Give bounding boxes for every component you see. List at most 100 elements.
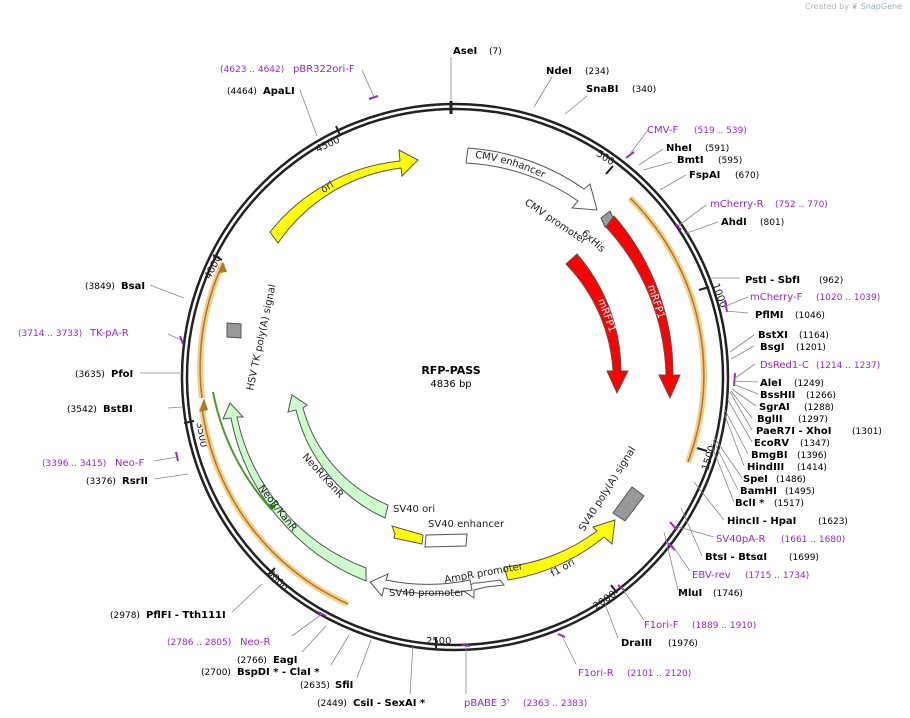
svg-text:AleI: AleI [760,378,782,389]
svg-text:TK-pA-R: TK-pA-R [89,328,129,339]
label-bsai: BsaI(3849) [85,281,145,292]
label-bsshii: BssHII(1266) [760,390,836,401]
svg-text:BsgI: BsgI [760,342,784,353]
feature-sv40-promoter: SV40 promoter [369,573,473,599]
svg-text:(3635): (3635) [75,370,105,380]
label-hindiii: HindIII(1414) [747,462,827,473]
svg-text:(3376): (3376) [86,477,116,487]
label-mlui: MluI(1746) [678,588,743,599]
svg-text:SV40 enhancer: SV40 enhancer [428,519,505,530]
label-pbabe3: pBABE 3'(2363 .. 2383) [464,698,587,709]
svg-text:(2635): (2635) [300,681,330,691]
label-ebv-rev: EBV-rev(1715 .. 1734) [692,570,809,581]
label-neo-r: Neo-R(2786 .. 2805) [167,637,271,648]
svg-text:(519 .. 539): (519 .. 539) [694,126,747,136]
label-paer7i-xhoi: PaeR7I - XhoI (1301) [756,426,882,437]
svg-text:SV40 poly(A) signal: SV40 poly(A) signal [577,445,638,534]
svg-text:DraIII: DraIII [621,638,652,649]
svg-text:BsaI: BsaI [121,281,145,292]
label-bmti: BmtI(595) [677,155,742,166]
label-apali: ApaLI(4464) [227,86,295,97]
svg-text:(1347): (1347) [800,439,830,449]
svg-text:(801): (801) [760,218,784,228]
label-alei: AleI (1249) [760,378,824,389]
svg-text:(595): (595) [718,156,742,166]
svg-text:RsrII: RsrII [122,476,148,487]
svg-text:NeoR/KanR: NeoR/KanR [256,483,299,534]
svg-text:PaeR7I - XhoI: PaeR7I - XhoI [756,426,832,437]
svg-text:BstXI: BstXI [758,330,788,341]
label-f1ori-f: F1ori-F(1889 .. 1910) [644,620,756,631]
svg-text:(1486): (1486) [776,475,806,485]
label-ahdi: AhdI(801) [721,217,784,228]
svg-text:(1746): (1746) [713,589,743,599]
svg-text:EcoRV: EcoRV [754,438,789,449]
svg-text:EagI: EagI [273,655,297,666]
svg-text:(2449): (2449) [317,699,347,709]
svg-text:NheI: NheI [666,143,692,154]
svg-text:PflFI - Tth111I: PflFI - Tth111I [146,610,226,621]
svg-text:SV40 promoter: SV40 promoter [389,588,465,599]
svg-text:BamHI: BamHI [740,486,777,497]
svg-text:(1623): (1623) [818,517,848,527]
label-bspdi-clai: BspDI * - ClaI *(2700) [201,667,320,678]
label-bcli: BclI * (1517) [735,498,804,509]
svg-text:(2363 .. 2383): (2363 .. 2383) [523,699,587,709]
svg-text:(1266): (1266) [806,391,836,401]
orange-arc-left [197,261,350,607]
svg-text:(1517): (1517) [774,499,804,509]
label-cmv-f: CMV-F(519 .. 539) [647,125,747,136]
label-mcherry-r: mCherry-R(752 .. 770) [710,199,828,210]
label-bamhi: BamHI(1495) [740,486,815,497]
svg-text:BstBI: BstBI [103,404,133,415]
label-bsgi: BsgI(1201) [760,342,826,353]
svg-text:PfoI: PfoI [111,369,133,380]
svg-text:(1214 .. 1237): (1214 .. 1237) [816,361,880,371]
svg-text:(1414): (1414) [797,463,827,473]
tick-2000: 2000 [591,584,619,613]
svg-text:EBV-rev: EBV-rev [692,570,731,581]
svg-text:(234): (234) [585,67,609,77]
label-eagi: EagI(2766) [237,655,297,666]
svg-text:(4623 .. 4642): (4623 .. 4642) [220,65,284,75]
feature-hsv-tk-polya: HSV TK poly(A) signal [226,283,278,392]
label-tk-pa-r: TK-pA-R(3714 .. 3733) [18,328,129,339]
svg-text:Neo-R: Neo-R [240,637,271,648]
svg-text:SV40 ori: SV40 ori [393,504,435,515]
svg-text:500: 500 [594,148,616,168]
label-ecorv: EcoRV (1347) [754,438,830,449]
leader-lines [140,57,759,695]
svg-text:BtsI - BtsαI: BtsI - BtsαI [705,552,767,563]
label-bmgbi: BmgBI(1396) [751,450,827,461]
svg-text:(1301): (1301) [852,427,882,437]
svg-text:mCherry-F: mCherry-F [750,292,803,303]
svg-text:BclI *: BclI * [735,498,765,509]
credit-brand: SnapGene [860,2,902,11]
label-spei: SpeI (1486) [743,474,806,485]
label-sv40pa-r: SV40pA-R(1661 .. 1680) [716,534,845,545]
label-pfoi: PfoI (3635) [75,369,133,380]
svg-text:(1164): (1164) [799,331,829,341]
svg-text:F1ori-R: F1ori-R [578,668,614,679]
site-labels: AseI(7) NdeI(234) SnaBI(340) CMV-F(519 .… [18,46,882,709]
svg-text:2500: 2500 [426,636,451,647]
label-rsrii: RsrII (3376) [86,476,148,487]
svg-text:ApaLI: ApaLI [263,86,295,97]
svg-text:BmgBI: BmgBI [751,450,788,461]
primer-marks [175,95,736,647]
plasmid-name: RFP-PASS [421,364,480,377]
svg-text:(1046): (1046) [795,311,825,321]
svg-text:(1249): (1249) [794,379,824,389]
svg-text:F1ori-F: F1ori-F [644,620,679,631]
label-bstxi: BstXI (1164) [758,330,829,341]
svg-text:Neo-F: Neo-F [115,458,145,469]
label-neo-f: Neo-F (3396 .. 3415) [42,458,145,469]
label-draiii: DraIII(1976) [621,638,698,649]
svg-text:(7): (7) [489,47,502,57]
svg-text:(3396 .. 3415): (3396 .. 3415) [42,459,106,469]
svg-text:(1020 .. 1039): (1020 .. 1039) [816,293,880,303]
svg-text:(1661 .. 1680): (1661 .. 1680) [781,535,845,545]
feature-6xhis: 6xHis [579,210,615,255]
svg-text:SpeI: SpeI [743,474,768,485]
